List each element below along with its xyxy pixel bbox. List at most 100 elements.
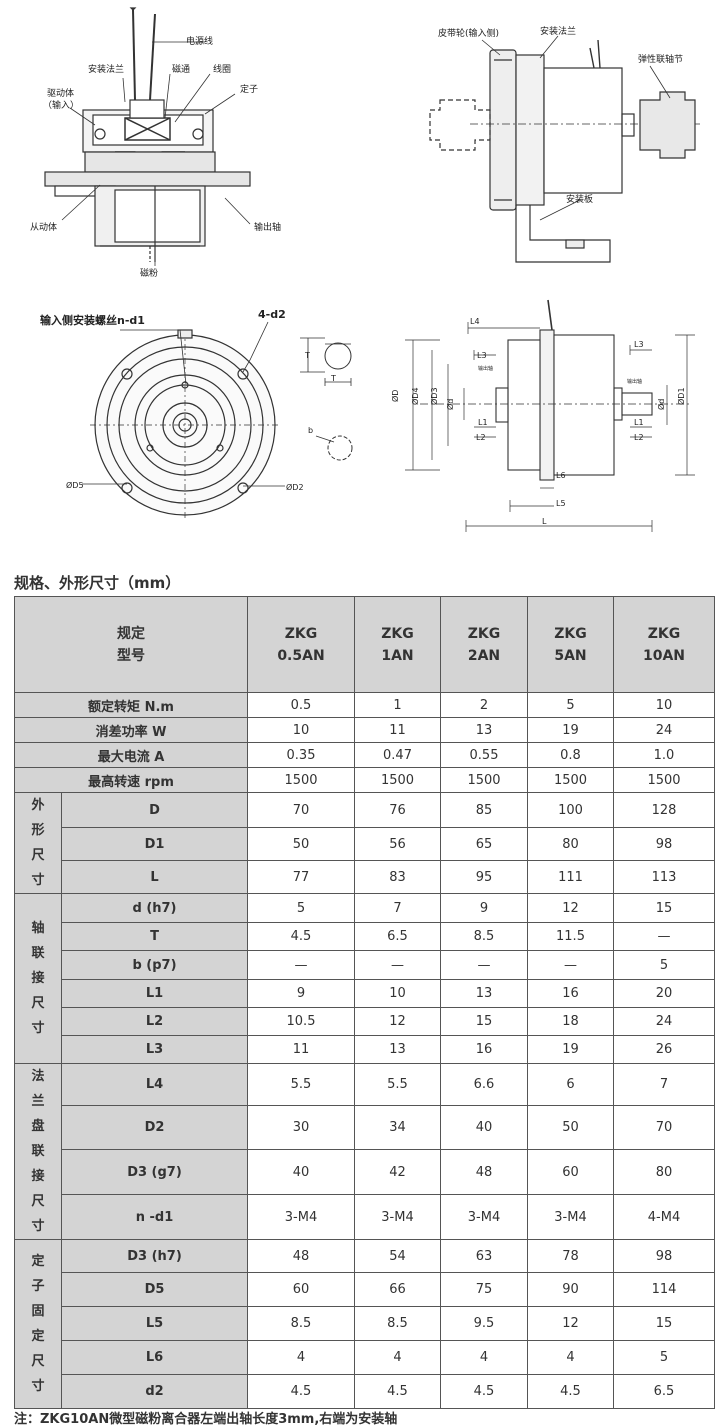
label-d-left: Ød	[445, 399, 455, 410]
group-label: 法兰盘联接尺寸	[14, 1063, 62, 1240]
label-install-flange: 安装法兰	[540, 25, 576, 37]
table-cell: 48	[440, 1149, 528, 1196]
row-label: L5	[61, 1306, 248, 1341]
table-cell: 50	[527, 1104, 614, 1151]
group-label-char: 轴	[31, 921, 45, 936]
table-cell: 3-M4	[354, 1194, 441, 1240]
label-driver: 驱动体	[47, 87, 74, 99]
technical-drawings: 电源线 安装法兰 磁通 线圈 定子 驱动体 （输入） 从动体 输出轴 磁粉 皮	[30, 7, 700, 532]
table-cell: 12	[354, 1007, 441, 1036]
table-cell: 4.5	[440, 1374, 528, 1409]
table-cell: 5.5	[354, 1063, 441, 1106]
table-cell: 4	[354, 1340, 441, 1375]
table-cell: 10	[354, 979, 441, 1008]
table-cell: 16	[527, 979, 614, 1008]
group-label-char: 定	[31, 1329, 45, 1344]
row-label: D1	[61, 827, 248, 861]
label-b: b	[308, 426, 313, 435]
group-label-char: 联	[31, 1144, 45, 1159]
label-magnetic-powder: 磁粉	[140, 267, 158, 279]
table-cell: —	[613, 922, 715, 951]
row-label: D3 (g7)	[61, 1149, 248, 1196]
table-cell: 8.5	[247, 1306, 355, 1341]
table-cell: 10	[247, 717, 355, 743]
table-cell: 80	[527, 827, 614, 861]
table-cell: 4	[247, 1340, 355, 1375]
row-label: L4	[61, 1063, 248, 1106]
table-cell: 100	[527, 791, 614, 829]
label-elastic-coupling: 弹性联轴节	[638, 53, 683, 65]
table-cell: 11.5	[527, 922, 614, 951]
table-cell: 19	[527, 717, 614, 743]
label-l2-left: L2	[476, 433, 486, 442]
table-cell: 114	[613, 1272, 715, 1307]
label-output-shaft: 输出轴	[254, 221, 281, 233]
table-cell: 2	[440, 692, 528, 718]
table-cell: 4.5	[247, 1374, 355, 1409]
group-label: 外形尺寸	[14, 792, 62, 894]
table-cell: 6.5	[613, 1374, 715, 1409]
table-cell: 85	[440, 791, 528, 829]
table-cell: 7	[613, 1063, 715, 1106]
installation-drawing	[429, 35, 700, 263]
table-cell: —	[527, 950, 614, 980]
group-label-char: 尺	[31, 996, 45, 1011]
table-cell: 8.5	[440, 922, 528, 951]
table-cell: 13	[440, 979, 528, 1008]
table-cell: 0.8	[527, 742, 614, 768]
table-cell: 1500	[354, 767, 441, 793]
group-label-char: 尺	[31, 848, 45, 863]
table-cell: 6	[527, 1063, 614, 1106]
table-cell: 80	[613, 1149, 715, 1196]
model-name: ZKG	[381, 625, 414, 642]
model-name: ZKG	[647, 625, 681, 642]
table-cell: 5	[247, 893, 355, 923]
table-cell: 5	[613, 1340, 715, 1375]
label-l6: L6	[556, 471, 566, 480]
model-code: 5AN	[554, 647, 587, 664]
row-label: 消差功率 W	[14, 717, 248, 743]
table-cell: 11	[354, 717, 441, 743]
row-label: b (p7)	[61, 950, 248, 980]
row-label: D5	[61, 1272, 248, 1307]
model-code: 1AN	[381, 647, 414, 664]
table-cell: 9	[247, 979, 355, 1008]
table-cell: 12	[527, 1306, 614, 1341]
table-cell: 40	[440, 1104, 528, 1151]
table-cell: 3-M4	[247, 1194, 355, 1240]
label-l1-right: L1	[634, 418, 644, 427]
label-d5: ØD5	[66, 480, 84, 490]
label-d2: ØD2	[286, 482, 304, 492]
table-cell: 56	[354, 827, 441, 861]
table-cell: 4.5	[247, 922, 355, 951]
table-cell: 10.5	[247, 1007, 355, 1036]
table-cell: 4.5	[354, 1374, 441, 1409]
group-label: 轴联接尺寸	[14, 893, 62, 1064]
table-cell: 30	[247, 1104, 355, 1151]
table-cell: 65	[440, 827, 528, 861]
table-cell: —	[247, 950, 355, 980]
table-cell: 5.5	[247, 1063, 355, 1106]
corner-line1: 规定	[117, 625, 145, 642]
table-cell: 48	[247, 1239, 355, 1273]
table-cell: 13	[440, 717, 528, 743]
table-cell: 128	[613, 791, 715, 829]
group-label-char: 接	[31, 971, 45, 986]
row-label: L	[61, 860, 248, 894]
table-cell: 3-M4	[527, 1194, 614, 1240]
table-cell: 113	[613, 860, 715, 894]
table-cell: 40	[247, 1149, 355, 1196]
label-magnetic-flux: 磁通	[172, 63, 190, 75]
label-t-vertical: T	[304, 351, 310, 360]
